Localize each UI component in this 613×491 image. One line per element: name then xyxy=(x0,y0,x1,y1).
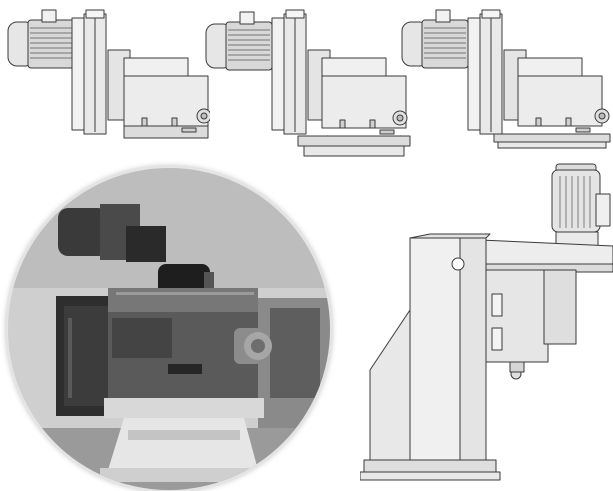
unit-drawing-2 xyxy=(205,9,411,157)
column-drawing xyxy=(360,163,613,481)
machine-photo-content xyxy=(8,168,330,490)
unit-drawing-3 xyxy=(401,9,611,149)
unit-drawing-1 xyxy=(7,9,210,139)
machine-photo xyxy=(8,168,330,490)
